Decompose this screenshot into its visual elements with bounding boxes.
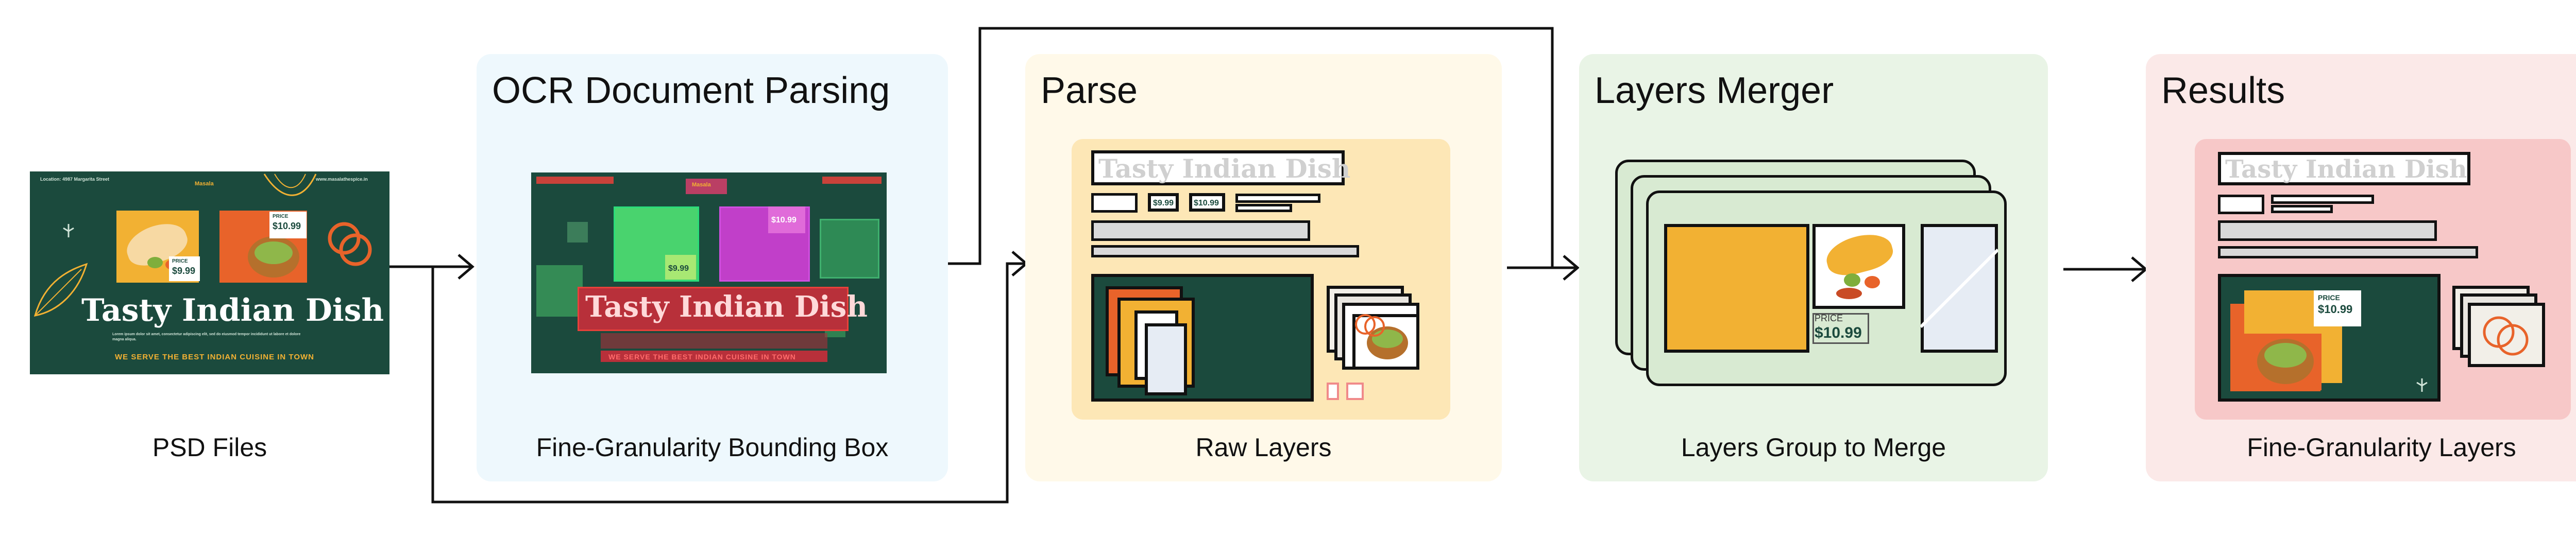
arrow-psd-to-parse-bottom — [431, 262, 1025, 504]
results-price-tag: PRICE $10.99 — [2314, 290, 2361, 326]
ocr-box-tagline — [601, 351, 827, 362]
parse-title: Parse — [1041, 70, 1138, 111]
parse-text-layer-2 — [1235, 194, 1320, 203]
merger-dosa-layer — [1812, 224, 1905, 309]
ocr-box-dosa — [614, 206, 699, 282]
results-text-layer-4 — [2218, 220, 2437, 241]
poster-tagline: WE SERVE THE BEST INDIAN CUISINE IN TOWN — [115, 353, 314, 361]
results-inner: Tasty Indian Dish PRICE $10.99 — [2195, 139, 2571, 420]
parse-inner: Tasty Indian Dish $9.99 $10.99 — [1072, 139, 1450, 420]
ocr-title: OCR Document Parsing — [492, 70, 890, 111]
parse-text-layer-1 — [1091, 193, 1138, 213]
ocr-panel: OCR Document Parsing Masala $9.99 $10.99… — [477, 54, 948, 481]
ocr-caption: Fine-Granularity Bounding Box — [536, 433, 889, 462]
parse-panel: Parse Tasty Indian Dish $9.99 $10.99 — [1025, 54, 1502, 481]
mandala-decoration-icon — [263, 174, 317, 196]
poster-header-left: Location: 4987 Margarita Street — [40, 177, 110, 182]
parse-small-layer-1 — [1327, 383, 1339, 400]
poster-header-right: www.masalathespice.in — [316, 177, 368, 182]
parse-curry-layer — [1352, 314, 1419, 370]
parse-small-layer-2 — [1346, 383, 1364, 400]
results-composed-layer: PRICE $10.99 — [2218, 274, 2441, 402]
parse-text-layer-4 — [1091, 220, 1310, 241]
parse-caption: Raw Layers — [1195, 433, 1332, 462]
parse-text-layer-5 — [1091, 245, 1359, 257]
leaf-decoration-icon — [33, 263, 88, 317]
psd-poster: Location: 4987 Margarita Street Masala w… — [30, 171, 389, 374]
parse-headline-layer: Tasty Indian Dish — [1091, 150, 1350, 185]
results-panel: Results Tasty Indian Dish PRICE $10.99 — [2146, 54, 2576, 481]
results-text-layer-2 — [2271, 195, 2374, 204]
bangle-layer-icon — [1355, 314, 1385, 337]
price-tag-2: PRICE $10.99 — [269, 212, 307, 238]
arrowhead-merger — [1563, 255, 1580, 281]
results-bangles-icon — [2483, 316, 2529, 356]
merger-caption: Layers Group to Merge — [1681, 433, 1946, 462]
bangles-decoration-icon — [328, 222, 372, 266]
merger-white-layer-diag — [1921, 248, 1998, 328]
merger-title: Layers Merger — [1595, 70, 1834, 111]
results-caption: Fine-Granularity Layers — [2247, 433, 2516, 462]
results-herb-icon — [2416, 378, 2428, 392]
parse-price-layer-1: $9.99 — [1148, 193, 1179, 212]
poster-header-logo: Masala — [195, 181, 214, 187]
herb-decoration-icon — [63, 224, 74, 237]
results-text-layer-3 — [2271, 205, 2333, 213]
results-text-layer-1 — [2218, 195, 2264, 214]
ocr-poster: Masala $9.99 $10.99 Tasty Indian Dish WE… — [531, 172, 887, 373]
results-text-layer-5 — [2218, 246, 2478, 258]
psd-caption: PSD Files — [152, 433, 267, 462]
parse-background-layer — [1091, 274, 1314, 402]
results-title: Results — [2161, 70, 2285, 111]
parse-price-layer-2: $10.99 — [1189, 193, 1225, 212]
merger-group-card: PRICE $10.99 — [1646, 190, 2007, 386]
price-tag-1: PRICE $9.99 — [169, 256, 200, 281]
merger-orange-layer — [1664, 224, 1809, 353]
ocr-box-headline — [578, 287, 849, 331]
arrowhead-ocr — [457, 254, 474, 280]
merger-panel: Layers Merger PRICE $10.99 Layers Group … — [1579, 54, 2048, 481]
results-bangles-layer — [2468, 303, 2545, 367]
poster-body-text: Lorem ipsum dolor sit amet, consectetur … — [112, 333, 301, 341]
curry-photo — [219, 211, 307, 283]
results-headline-layer: Tasty Indian Dish — [2218, 152, 2470, 185]
merger-price-layer: PRICE $10.99 — [1812, 309, 1869, 346]
poster-headline: Tasty Indian Dish — [81, 292, 384, 328]
parse-text-layer-3 — [1235, 204, 1292, 212]
